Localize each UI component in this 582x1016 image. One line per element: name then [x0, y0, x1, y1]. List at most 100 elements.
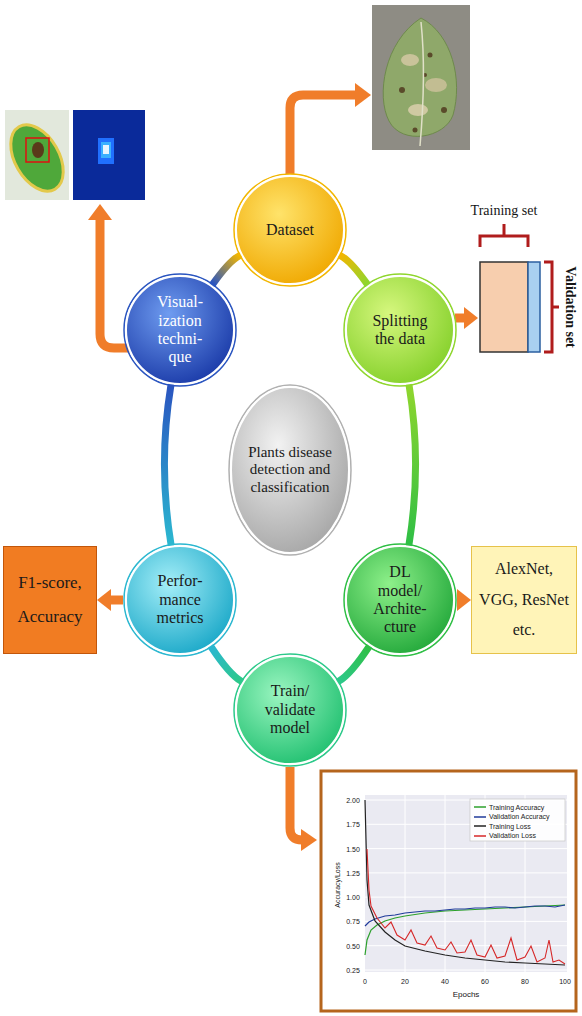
- arrow-head: [88, 204, 112, 220]
- step-circle: Perfor- mance metrics: [123, 543, 237, 657]
- node-text-holder: Visual- ization techni- que: [123, 273, 237, 387]
- node-label: Dataset: [266, 221, 314, 239]
- node-fill: [236, 176, 344, 284]
- legend-text: Validation Loss: [489, 832, 536, 839]
- legend-sample: [474, 812, 486, 822]
- pointer-arrow: [455, 314, 465, 323]
- legend-row: Training Loss: [474, 821, 531, 831]
- node-fill: [126, 546, 234, 654]
- grid-line: [445, 795, 446, 972]
- axis-label: 0.25: [346, 967, 360, 974]
- legend-line: [474, 816, 486, 818]
- bracket: [480, 224, 528, 247]
- axis-label: 1.75: [346, 821, 360, 828]
- outline-ring: [344, 544, 456, 656]
- validation-accuracy-curve: [365, 905, 565, 926]
- leaf-spot: [441, 107, 447, 113]
- outline-ring: [229, 385, 351, 555]
- bracket: [544, 262, 559, 352]
- legend-text: Validation Accuracy: [489, 813, 550, 820]
- arrow-head: [355, 83, 371, 107]
- step-circle: Splitting the data: [343, 273, 457, 387]
- arrow-head: [464, 307, 478, 329]
- axis-label: Epochs: [453, 991, 480, 999]
- node-fill: [231, 387, 349, 553]
- outline-ring: [344, 274, 456, 386]
- axis-label: 1.25: [346, 869, 360, 876]
- split-label: Validation set: [563, 266, 577, 348]
- leaf-blade: [0, 116, 74, 200]
- node-text-holder: F1-score, Accuracy: [4, 547, 96, 653]
- cycle-connector: [213, 256, 239, 284]
- legend-row: Training Accuracy: [474, 802, 544, 812]
- node-label: AlexNet, VGG, ResNet etc.: [476, 554, 572, 645]
- training-block: [480, 262, 528, 352]
- legend-sample: [474, 831, 486, 841]
- grid-line: [365, 970, 567, 971]
- grid-line: [365, 848, 567, 849]
- cycle-connector: [339, 647, 368, 681]
- node-text-holder: DL model/ Archite- cture: [343, 543, 457, 657]
- grid-line: [365, 897, 567, 898]
- axis-label: 20: [401, 978, 409, 985]
- chart-frame: [321, 771, 576, 1011]
- connector-line: [339, 647, 368, 681]
- connector-line: [213, 256, 239, 284]
- legend-sample: [474, 802, 486, 812]
- axis-label: 2.00: [346, 797, 360, 804]
- pointer-arrow: [457, 589, 471, 611]
- node-label: F1-score, Accuracy: [8, 566, 92, 634]
- heatmap-blob: [101, 142, 111, 158]
- leaf-spot: [32, 142, 44, 158]
- metrics-box: F1-score, Accuracy: [3, 546, 97, 654]
- validation-loss-curve: [367, 849, 565, 964]
- split-graphic: [480, 224, 559, 352]
- axis-label: 0: [363, 978, 367, 985]
- connector-line: [109, 596, 123, 605]
- arrow-head: [301, 829, 317, 851]
- leaf-spot: [413, 128, 418, 133]
- cycle-connector: [164, 386, 170, 543]
- central-hub-ellipse: Plants disease detection and classificat…: [228, 384, 352, 556]
- grid-line: [365, 921, 567, 922]
- legend-sample: [474, 821, 486, 831]
- node-fill: [346, 546, 454, 654]
- model-box: AlexNet, VGG, ResNet etc.: [471, 546, 577, 654]
- step-circle: Visual- ization techni- que: [123, 273, 237, 387]
- axis-label: 80: [521, 978, 529, 985]
- outline-ring: [124, 544, 236, 656]
- heatmap-blob: [98, 138, 114, 164]
- node-text-holder: AlexNet, VGG, ResNet etc.: [472, 547, 576, 653]
- legend-line: [474, 825, 486, 827]
- step-circle: DL model/ Archite- cture: [343, 543, 457, 657]
- saliency-picture: [0, 110, 145, 200]
- axis-label: 1.50: [346, 845, 360, 852]
- axis-label: 40: [441, 978, 449, 985]
- node-fill: [236, 656, 344, 764]
- legend-row: Validation Loss: [474, 831, 536, 841]
- legend-line: [474, 835, 486, 837]
- pointer-arrow: [290, 95, 356, 174]
- node-text-holder: Train/ validate model: [233, 653, 347, 767]
- leaf-photo: [372, 5, 470, 150]
- arrow-head: [97, 589, 111, 611]
- legend-row: Validation Accuracy: [474, 812, 550, 822]
- outline-ring: [124, 274, 236, 386]
- node-label: Plants disease detection and classificat…: [240, 444, 340, 496]
- step-circle: Dataset: [233, 173, 347, 287]
- plot-area: [365, 795, 567, 972]
- pointer-arrow: [290, 767, 302, 840]
- connector-line: [212, 647, 241, 681]
- axis-label: Accuracy/Loss: [334, 862, 341, 908]
- pointer-arrows: [88, 83, 478, 851]
- step-circle: Train/ validate model: [233, 653, 347, 767]
- training-chart: [321, 771, 576, 1011]
- photo-ground: [372, 5, 470, 150]
- axis-label: 60: [481, 978, 489, 985]
- grid: [365, 795, 567, 972]
- node-label: DL model/ Archite- cture: [369, 563, 431, 637]
- leaf-patch: [425, 78, 447, 92]
- node-label: Train/ validate model: [251, 682, 329, 737]
- leaf-spot: [428, 53, 433, 58]
